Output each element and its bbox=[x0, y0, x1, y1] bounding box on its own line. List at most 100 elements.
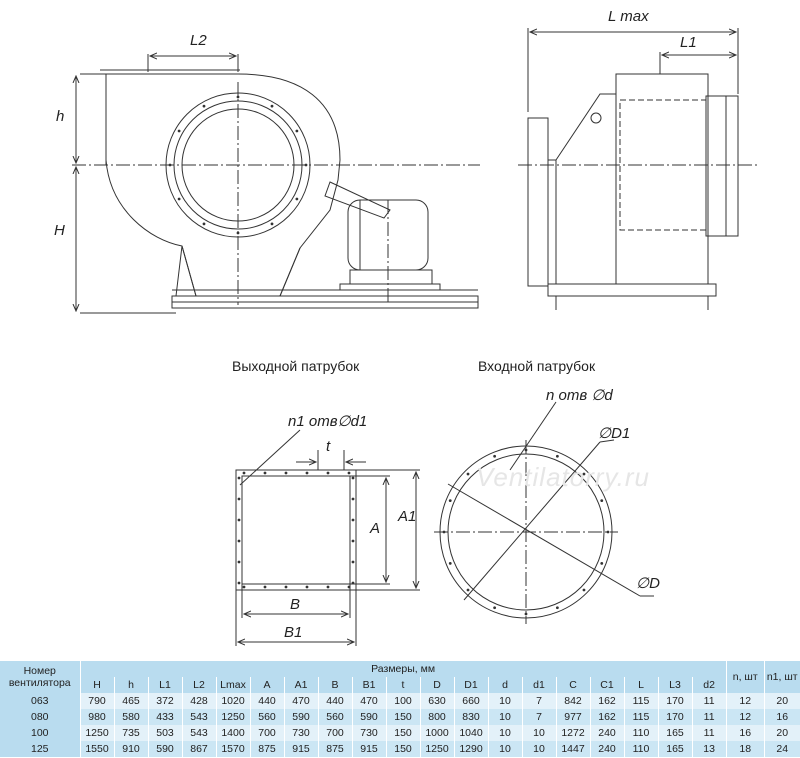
table-cell: 10 bbox=[522, 741, 557, 757]
bolt-hole bbox=[600, 561, 604, 565]
bolt-hole bbox=[202, 104, 206, 108]
bolt-hole bbox=[326, 585, 330, 589]
table-cell: 170 bbox=[658, 709, 693, 725]
bolt-hole bbox=[237, 581, 241, 585]
table-cell: 470 bbox=[352, 693, 387, 709]
table-cell: 1040 bbox=[454, 725, 489, 741]
table-cell: 1000 bbox=[420, 725, 455, 741]
dimensions-table: Номер вентилятора Размеры, мм n, шт n1, … bbox=[0, 661, 800, 757]
table-cell: 110 bbox=[624, 725, 659, 741]
table-cell: 1550 bbox=[80, 741, 115, 757]
bolt-hole bbox=[237, 539, 241, 543]
n1-cell: 20 bbox=[764, 693, 800, 709]
bolt-hole bbox=[448, 561, 452, 565]
bolt-hole bbox=[351, 476, 355, 480]
table-cell: 7 bbox=[522, 693, 557, 709]
bolt-hole bbox=[351, 539, 355, 543]
table-cell: 560 bbox=[318, 709, 353, 725]
table-cell: 915 bbox=[284, 741, 319, 757]
table-cell: 115 bbox=[624, 709, 659, 725]
bolt-hole bbox=[168, 163, 172, 167]
label-n-holes: n отв ∅d bbox=[546, 387, 613, 404]
bolt-hole bbox=[270, 104, 274, 108]
bolt-hole bbox=[236, 231, 240, 235]
bolt-hole bbox=[284, 585, 288, 589]
bolt-hole bbox=[466, 472, 470, 476]
bolt-hole bbox=[448, 499, 452, 503]
table-cell: 7 bbox=[522, 709, 557, 725]
table-cell: 700 bbox=[318, 725, 353, 741]
table-cell: 11 bbox=[692, 709, 727, 725]
table-cell: 1272 bbox=[556, 725, 591, 741]
table-cell: 543 bbox=[182, 725, 217, 741]
watermark: Ventilatorry.ru bbox=[476, 462, 650, 492]
label-t: t bbox=[326, 438, 331, 455]
column-header: Lmax bbox=[216, 677, 251, 693]
table-cell: 910 bbox=[114, 741, 149, 757]
table-cell: 240 bbox=[590, 725, 625, 741]
header-n1: n1, шт bbox=[764, 661, 800, 693]
table-cell: 165 bbox=[658, 741, 693, 757]
table-cell: 790 bbox=[80, 693, 115, 709]
column-header: A bbox=[250, 677, 285, 693]
bolt-hole bbox=[177, 197, 181, 201]
table-cell: 830 bbox=[454, 709, 489, 725]
bolt-hole bbox=[263, 471, 267, 475]
column-header: h bbox=[114, 677, 149, 693]
bolt-hole bbox=[466, 588, 470, 592]
bolt-hole bbox=[305, 471, 309, 475]
column-header: C1 bbox=[590, 677, 625, 693]
table-cell: 580 bbox=[114, 709, 149, 725]
table-cell: 150 bbox=[386, 725, 421, 741]
table-cell: 165 bbox=[658, 725, 693, 741]
table-cell: 977 bbox=[556, 709, 591, 725]
fan-number-cell: 063 bbox=[0, 693, 81, 709]
label-H: H bbox=[54, 222, 65, 239]
table-cell: 440 bbox=[318, 693, 353, 709]
bolt-hole bbox=[284, 471, 288, 475]
bolt-hole bbox=[582, 472, 586, 476]
table-cell: 10 bbox=[488, 709, 523, 725]
column-header: A1 bbox=[284, 677, 319, 693]
n1-cell: 20 bbox=[764, 725, 800, 741]
bolt-hole bbox=[555, 606, 559, 610]
table-cell: 470 bbox=[284, 693, 319, 709]
table-cell: 980 bbox=[80, 709, 115, 725]
bolt-hole bbox=[351, 560, 355, 564]
table-cell: 1447 bbox=[556, 741, 591, 757]
n1-cell: 24 bbox=[764, 741, 800, 757]
label-L1: L1 bbox=[680, 34, 697, 51]
column-header: H bbox=[80, 677, 115, 693]
table-cell: 162 bbox=[590, 709, 625, 725]
label-A: A bbox=[370, 520, 381, 537]
table-cell: 1290 bbox=[454, 741, 489, 757]
bolt-hole bbox=[442, 530, 446, 534]
column-header: d1 bbox=[522, 677, 557, 693]
label-D1: ∅D1 bbox=[598, 425, 631, 442]
label-n1-holes: n1 отв∅d1 bbox=[288, 413, 368, 430]
table-cell: 630 bbox=[420, 693, 455, 709]
bolt-hole bbox=[524, 448, 528, 452]
bolt-hole bbox=[237, 560, 241, 564]
bolt-hole bbox=[202, 222, 206, 226]
column-header: L3 bbox=[658, 677, 693, 693]
n-cell: 12 bbox=[726, 709, 765, 725]
table-cell: 660 bbox=[454, 693, 489, 709]
bolt-hole bbox=[582, 588, 586, 592]
bolt-hole bbox=[493, 454, 497, 458]
table-cell: 10 bbox=[488, 741, 523, 757]
table-cell: 170 bbox=[658, 693, 693, 709]
table-cell: 1250 bbox=[80, 725, 115, 741]
bolt-hole bbox=[326, 471, 330, 475]
column-header: B bbox=[318, 677, 353, 693]
n-cell: 16 bbox=[726, 725, 765, 741]
n-cell: 18 bbox=[726, 741, 765, 757]
table-cell: 11 bbox=[692, 693, 727, 709]
inlet-title: Входной патрубок bbox=[478, 358, 596, 374]
table-cell: 700 bbox=[250, 725, 285, 741]
